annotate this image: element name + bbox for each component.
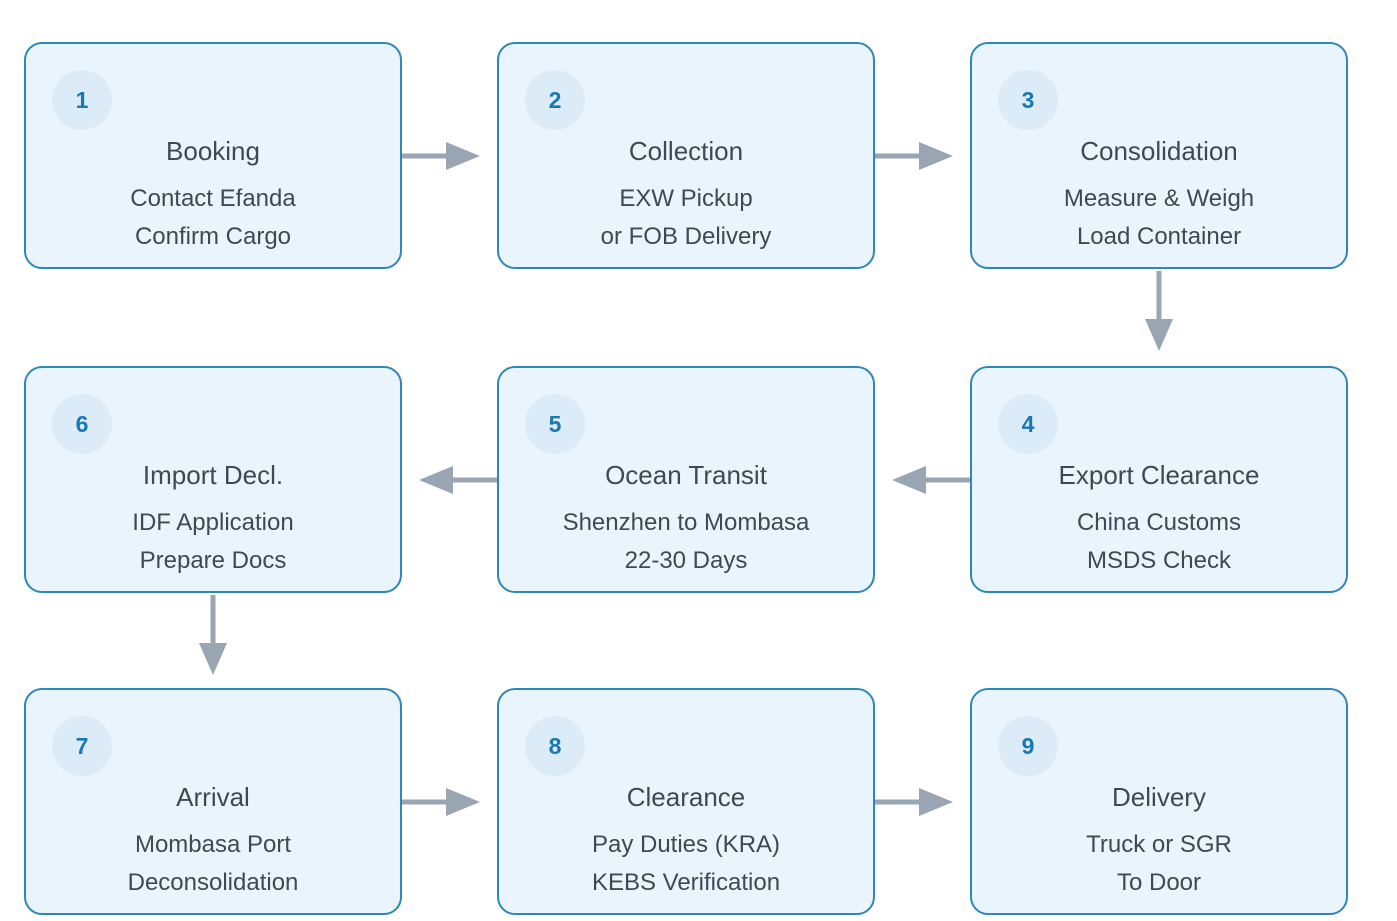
step-number: 7 — [75, 732, 89, 759]
step-title: Export Clearance — [1058, 460, 1260, 490]
step-card-arrival: 7 Arrival Mombasa Port Deconsolidation — [24, 688, 402, 915]
step-title: Delivery — [1112, 782, 1206, 812]
step-text: Arrival Mombasa Port Deconsolidation — [34, 782, 392, 902]
step-detail-line: Contact Efanda — [130, 185, 296, 212]
step-card-clearance: 8 Clearance Pay Duties (KRA) KEBS Verifi… — [497, 688, 875, 915]
step-text: Collection EXW Pickup or FOB Delivery — [507, 136, 865, 256]
arrow-right-step2-to-step3-icon — [875, 140, 955, 172]
step-number: 3 — [1021, 86, 1035, 113]
arrow-down-step3-to-step4-icon — [1143, 271, 1175, 353]
arrow-left-step4-to-step5-icon — [890, 464, 970, 496]
step-card-booking: 1 Booking Contact Efanda Confirm Cargo — [24, 42, 402, 269]
step-detail-line: IDF Application — [132, 509, 294, 536]
step-text: Ocean Transit Shenzhen to Mombasa 22-30 … — [507, 460, 865, 580]
step-number-badge: 5 — [525, 394, 585, 454]
step-title: Booking — [166, 136, 260, 166]
step-detail-line: KEBS Verification — [591, 869, 781, 896]
step-detail-line: Mombasa Port — [134, 831, 292, 858]
step-detail-line: Truck or SGR — [1086, 831, 1232, 858]
step-text: Consolidation Measure & Weigh Load Conta… — [980, 136, 1338, 256]
arrow-down-step6-to-step7-icon — [197, 595, 229, 677]
step-card-delivery: 9 Delivery Truck or SGR To Door — [970, 688, 1348, 915]
step-text: Import Decl. IDF Application Prepare Doc… — [34, 460, 392, 580]
step-detail-line: China Customs — [1076, 509, 1242, 536]
step-title: Collection — [628, 136, 744, 166]
step-detail-line: To Door — [1116, 869, 1202, 896]
arrow-left-step5-to-step6-icon — [417, 464, 497, 496]
step-title: Clearance — [626, 782, 746, 812]
step-number-badge: 9 — [998, 716, 1058, 776]
step-number-badge: 3 — [998, 70, 1058, 130]
step-detail-line: EXW Pickup — [619, 185, 753, 212]
step-number: 6 — [75, 410, 89, 437]
arrow-right-step1-to-step2-icon — [402, 140, 482, 172]
step-card-export-clearance: 4 Export Clearance China Customs MSDS Ch… — [970, 366, 1348, 593]
step-detail-line: Prepare Docs — [139, 547, 287, 574]
step-text: Delivery Truck or SGR To Door — [980, 782, 1338, 902]
step-detail-line: Load Container — [1076, 223, 1242, 250]
step-detail-line: MSDS Check — [1086, 547, 1232, 574]
step-detail-line: Confirm Cargo — [134, 223, 292, 250]
step-number-badge: 8 — [525, 716, 585, 776]
step-detail-line: or FOB Delivery — [600, 223, 772, 250]
step-card-import-declaration: 6 Import Decl. IDF Application Prepare D… — [24, 366, 402, 593]
step-detail-line: Pay Duties (KRA) — [591, 831, 781, 858]
step-text: Clearance Pay Duties (KRA) KEBS Verifica… — [507, 782, 865, 902]
step-number: 2 — [548, 86, 562, 113]
step-number: 1 — [75, 86, 89, 113]
step-number: 9 — [1021, 732, 1035, 759]
step-card-ocean-transit: 5 Ocean Transit Shenzhen to Mombasa 22-3… — [497, 366, 875, 593]
step-number-badge: 6 — [52, 394, 112, 454]
step-number-badge: 1 — [52, 70, 112, 130]
step-text: Booking Contact Efanda Confirm Cargo — [34, 136, 392, 256]
step-number: 8 — [548, 732, 562, 759]
step-title: Consolidation — [1080, 136, 1238, 166]
step-number-badge: 7 — [52, 716, 112, 776]
step-detail-line: Shenzhen to Mombasa — [562, 509, 810, 536]
arrow-right-step8-to-step9-icon — [875, 786, 955, 818]
step-number: 4 — [1021, 410, 1035, 437]
step-detail-line: Measure & Weigh — [1063, 185, 1255, 212]
step-title: Import Decl. — [142, 460, 284, 490]
arrow-right-step7-to-step8-icon — [402, 786, 482, 818]
step-number-badge: 2 — [525, 70, 585, 130]
step-number: 5 — [548, 410, 562, 437]
step-card-consolidation: 3 Consolidation Measure & Weigh Load Con… — [970, 42, 1348, 269]
step-text: Export Clearance China Customs MSDS Chec… — [980, 460, 1338, 580]
step-detail-line: 22-30 Days — [624, 547, 748, 574]
step-title: Arrival — [176, 782, 250, 812]
step-title: Ocean Transit — [605, 460, 767, 490]
step-card-collection: 2 Collection EXW Pickup or FOB Delivery — [497, 42, 875, 269]
step-detail-line: Deconsolidation — [127, 869, 299, 896]
step-number-badge: 4 — [998, 394, 1058, 454]
